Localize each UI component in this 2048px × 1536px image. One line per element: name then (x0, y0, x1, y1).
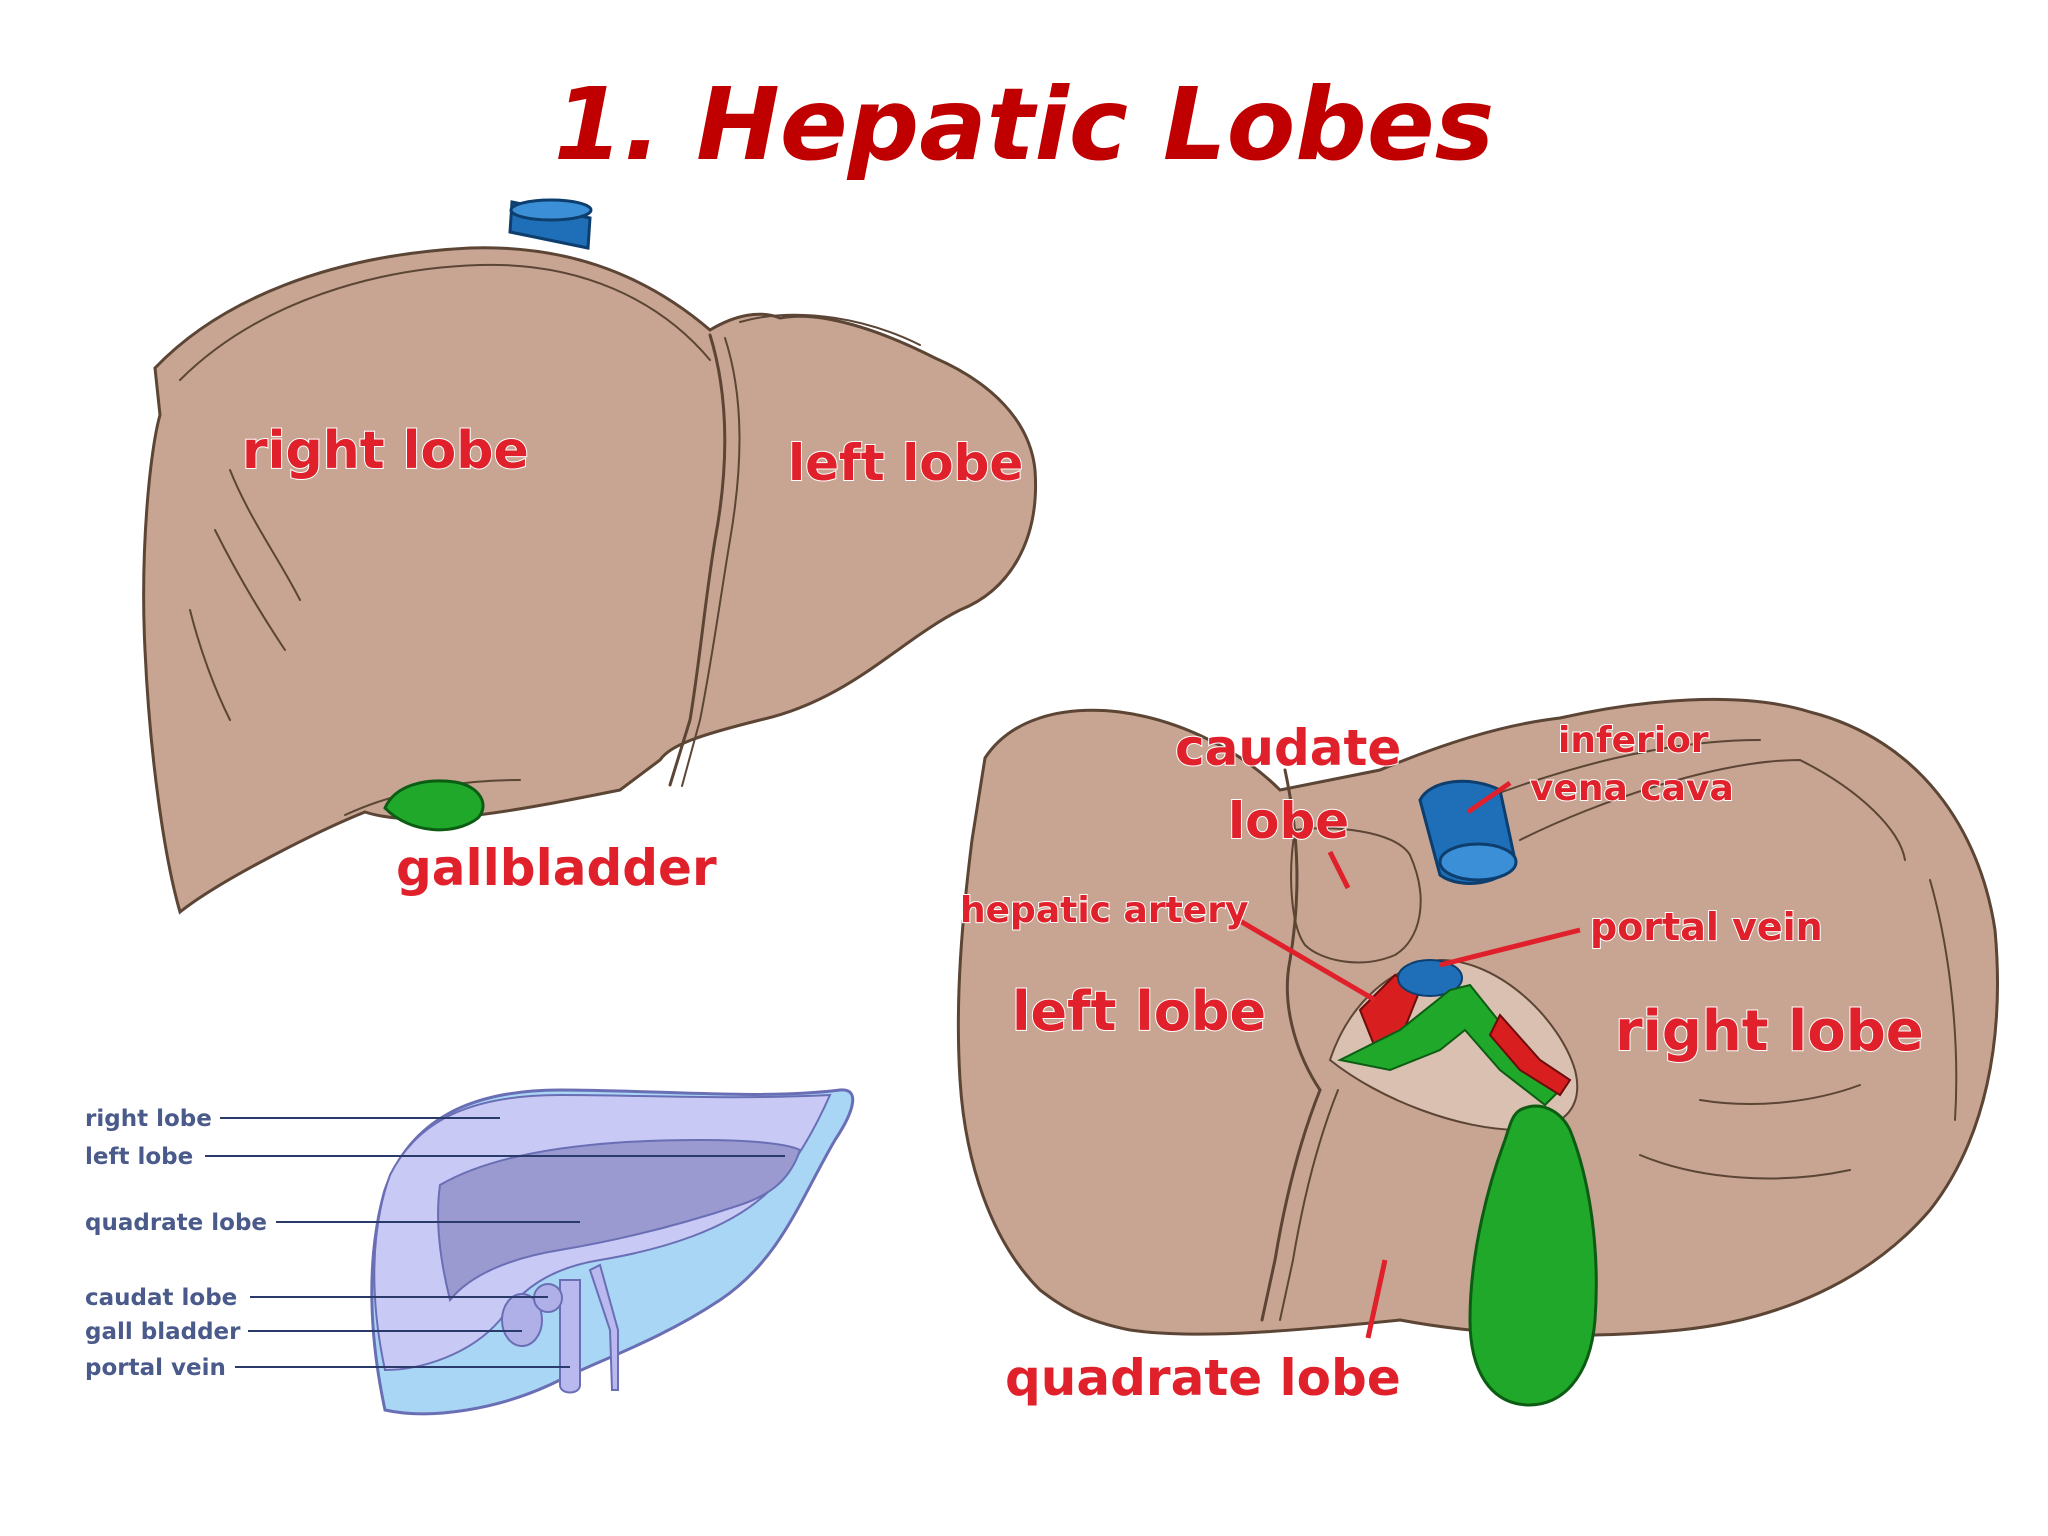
anterior-right-lobe-shading-1 (229, 469, 301, 601)
leader-caudate-lobe (1327, 850, 1351, 890)
anterior-left-lobe-ridge (739, 313, 921, 346)
leader-quadrate-lobe (1365, 1259, 1388, 1339)
anterior-right-lobe-label: right lobe (242, 421, 529, 481)
hepatic-artery-label: hepatic artery (960, 890, 1248, 931)
portal-vein-label: portal vein (1590, 905, 1823, 949)
anterior-right-lobe-shading-3 (189, 609, 231, 721)
schematic-quadrate-lobe-label: quadrate lobe (85, 1210, 267, 1236)
anterior-liver-outline (142, 246, 1038, 915)
inferior-colic-impression (1699, 1084, 1861, 1105)
inferior-right-edge-line (1929, 879, 1958, 1121)
inferior-ligamentum-venosum (1283, 768, 1322, 1092)
schematic-left-lobe-label: left lobe (85, 1144, 193, 1170)
inferior-portal-vein (1397, 959, 1463, 997)
schematic-right-lobe-label: right lobe (85, 1106, 212, 1132)
schematic-caudat-lobe-label: caudat lobe (85, 1285, 237, 1311)
ivc-label-line1: inferior (1558, 720, 1709, 761)
caudate-lobe-label-line2: lobe (1228, 792, 1349, 850)
schematic-hepatic-artery (588, 1263, 619, 1391)
inferior-ligamentum-teres (1260, 1088, 1322, 1322)
schematic-portal-vein-label: portal vein (85, 1355, 226, 1381)
anterior-ivc-opening (509, 198, 593, 222)
schematic-gall-bladder-label: gall bladder (85, 1319, 241, 1345)
anterior-falciform-ligament-inner (681, 337, 741, 787)
ivc-label-line2: vena cava (1530, 768, 1734, 809)
anterior-gallbladder (383, 779, 485, 832)
inferior-renal-impression (1639, 1154, 1851, 1180)
inferior-ivc-opening (1438, 842, 1518, 882)
inferior-right-lobe-ridge (1519, 758, 1906, 861)
inferior-bare-area-line (1479, 739, 1761, 801)
inferior-gallbladder (1468, 1104, 1598, 1407)
anterior-gallbladder-label: gallbladder (396, 839, 717, 897)
inferior-liver-diagram: caudate lobe inferior vena cava hepatic … (956, 697, 1999, 1408)
inferior-right-hepatic-artery (1488, 1013, 1572, 1097)
leader-portal-vein (1439, 927, 1581, 968)
anterior-coronary-rim (179, 263, 711, 381)
inferior-right-lobe-label: right lobe (1615, 999, 1924, 1064)
leader-hepatic-artery (1233, 915, 1377, 1003)
anterior-falciform-ligament (668, 333, 727, 787)
leader-ivc (1466, 780, 1512, 815)
slide-title: 1. Hepatic Lobes (553, 66, 1495, 183)
anterior-right-lobe-shading-2 (214, 529, 286, 651)
inferior-left-lobe-label: left lobe (1012, 980, 1266, 1043)
inferior-caudate-lobe-outline (1290, 827, 1422, 964)
caudate-lobe-label-line1: caudate (1175, 719, 1401, 777)
inferior-ligamentum-teres-inner (1279, 1089, 1339, 1321)
schematic-liver-diagram: right lobe left lobe quadrate lobe cauda… (85, 1088, 855, 1416)
schematic-portal-vein (559, 1279, 581, 1394)
anterior-left-lobe-label: left lobe (788, 434, 1023, 492)
anterior-liver-diagram: right lobe left lobe gallbladder (142, 198, 1038, 915)
quadrate-lobe-label: quadrate lobe (1005, 1349, 1401, 1407)
schematic-gall-bladder (501, 1293, 543, 1347)
